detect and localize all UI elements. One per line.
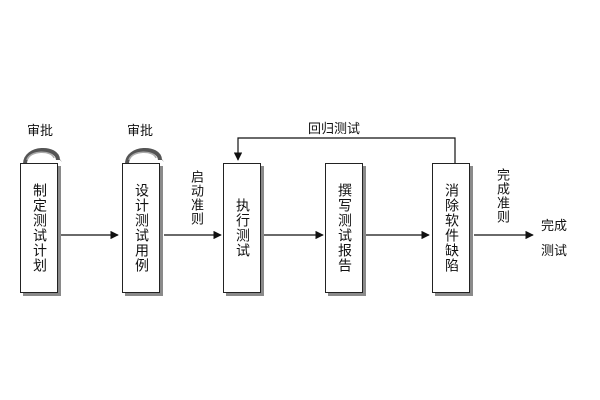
step-box-design-cases: 设计测试用例 — [122, 163, 160, 293]
step-box-fix-defects: 消除软件缺陷 — [432, 163, 470, 293]
regression-loop-arrow — [233, 137, 456, 163]
start-criteria-label: 启动准则 — [188, 170, 203, 226]
step-label-plan: 制定测试计划 — [31, 183, 47, 273]
approval-label-2: 审批 — [127, 124, 154, 139]
step-label-execute: 执行测试 — [234, 198, 250, 258]
end-label-line1: 完成 — [541, 219, 568, 234]
approval-loop-icon-1 — [23, 147, 62, 165]
step-label-fix-defects: 消除软件缺陷 — [443, 183, 459, 273]
step-box-plan: 制定测试计划 — [20, 163, 58, 293]
completion-criteria-label: 完成准则 — [494, 168, 509, 224]
step-label-report: 撰写测试报告 — [336, 183, 352, 273]
approval-label-1: 审批 — [27, 124, 54, 139]
step-box-execute: 执行测试 — [223, 163, 261, 293]
step-label-design-cases: 设计测试用例 — [133, 183, 149, 273]
approval-loop-icon-2 — [125, 147, 164, 165]
end-label-line2: 测试 — [541, 244, 568, 259]
step-box-report: 撰写测试报告 — [325, 163, 363, 293]
regression-test-label: 回归测试 — [308, 122, 361, 137]
